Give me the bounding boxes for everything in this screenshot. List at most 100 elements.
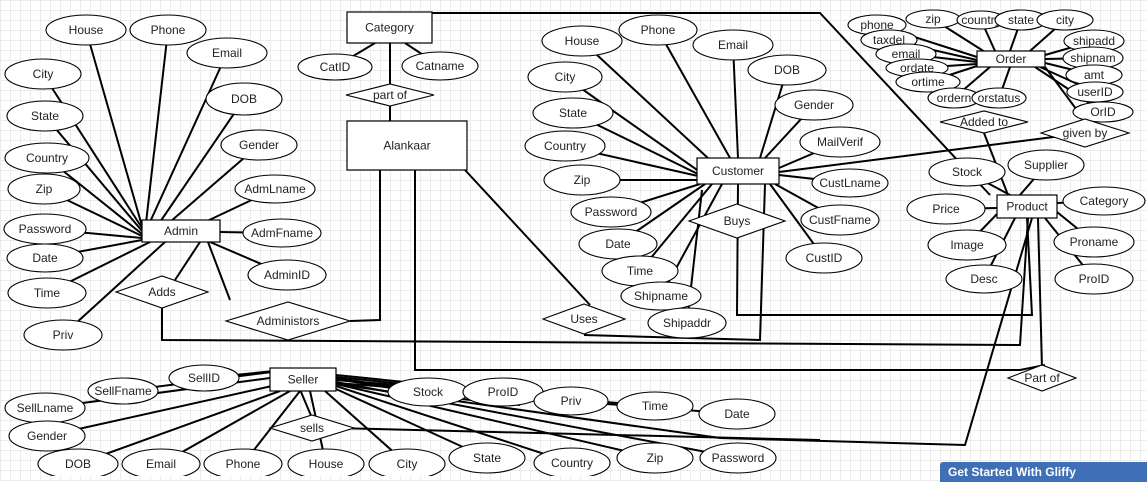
attribute-s_stock[interactable]: Stock xyxy=(387,377,469,407)
attribute-a_priv[interactable]: Priv xyxy=(23,319,103,351)
attribute-s_fname[interactable]: SellFname xyxy=(87,377,159,405)
attribute-c_shipaddr[interactable]: Shipaddr xyxy=(647,307,727,339)
attribute-c_mailverif[interactable]: MailVerif xyxy=(799,126,881,158)
attribute-s_date[interactable]: Date xyxy=(698,398,776,430)
attribute-a_phone[interactable]: Phone xyxy=(129,14,207,46)
attribute-a_gender[interactable]: Gender xyxy=(220,129,298,161)
attribute-c_phone[interactable]: Phone xyxy=(618,14,698,46)
attribute-c_date[interactable]: Date xyxy=(578,228,658,260)
attribute-o_city[interactable]: city xyxy=(1036,9,1094,31)
attribute-o_state[interactable]: state xyxy=(994,9,1048,31)
attribute-c_zip[interactable]: Zip xyxy=(543,164,621,196)
attribute-p_desc[interactable]: Desc xyxy=(945,264,1023,294)
relationship-addedto[interactable]: Added to xyxy=(939,110,1029,134)
attribute-s_city[interactable]: City xyxy=(368,448,446,476)
attribute-label: ProID xyxy=(488,385,519,399)
attribute-s_proid[interactable]: ProID xyxy=(462,377,544,407)
attribute-c_state[interactable]: State xyxy=(532,97,614,129)
attribute-c_lname[interactable]: CustLname xyxy=(811,168,889,198)
relationship-adds[interactable]: Adds xyxy=(114,275,210,309)
attribute-c_shipname[interactable]: Shipname xyxy=(620,281,702,311)
attribute-p_category[interactable]: Category xyxy=(1062,186,1146,216)
entity-alankaar[interactable]: Alankaar xyxy=(346,120,468,171)
attribute-o_orstatus[interactable]: orstatus xyxy=(971,87,1027,109)
attribute-c_time[interactable]: Time xyxy=(601,255,679,287)
attribute-c_country[interactable]: Country xyxy=(524,130,606,162)
attribute-c_city[interactable]: City xyxy=(527,61,603,93)
attribute-o_userid[interactable]: userID xyxy=(1066,81,1124,103)
attribute-s_time[interactable]: Time xyxy=(616,391,694,421)
attribute-s_lname[interactable]: SellLname xyxy=(4,392,86,424)
attribute-label: Time xyxy=(627,264,654,278)
attribute-oval xyxy=(533,386,609,416)
entity-seller[interactable]: Seller xyxy=(269,367,337,392)
attribute-c_dob[interactable]: DOB xyxy=(747,54,827,86)
gliffy-banner[interactable]: Get Started With Gliffy xyxy=(940,462,1147,482)
attribute-a_password[interactable]: Password xyxy=(3,213,87,245)
attribute-s_dob[interactable]: DOB xyxy=(37,448,119,476)
attribute-c_gender[interactable]: Gender xyxy=(774,89,854,121)
attribute-s_country[interactable]: Country xyxy=(533,447,611,476)
entity-order[interactable]: Order xyxy=(976,50,1046,68)
attribute-a_fname[interactable]: AdmFname xyxy=(242,218,322,248)
relationship-sells[interactable]: sells xyxy=(268,414,356,442)
relationship-partof1[interactable]: part of xyxy=(345,83,435,107)
attribute-a_email[interactable]: Email xyxy=(186,37,268,69)
attribute-s_password[interactable]: Password xyxy=(699,442,777,474)
attribute-o_ordern[interactable]: ordern xyxy=(927,87,981,109)
entity-admin[interactable]: Admin xyxy=(141,219,221,243)
attribute-a_date[interactable]: Date xyxy=(6,243,84,273)
attribute-oval xyxy=(129,14,207,46)
entity-product[interactable]: Product xyxy=(996,194,1058,219)
attribute-oval xyxy=(4,58,82,90)
attribute-s_phone[interactable]: Phone xyxy=(203,448,283,476)
attribute-p_stock[interactable]: Stock xyxy=(928,157,1006,187)
attribute-o_shipadd[interactable]: shipadd xyxy=(1063,29,1125,53)
entity-box xyxy=(346,11,433,44)
attribute-oval xyxy=(927,229,1007,261)
attribute-a_time[interactable]: Time xyxy=(7,277,87,309)
attribute-c_custid[interactable]: CustID xyxy=(785,242,863,274)
attribute-p_proid[interactable]: ProID xyxy=(1054,263,1134,295)
attribute-a_state[interactable]: State xyxy=(6,100,84,132)
attr-link-s_country xyxy=(335,385,573,464)
attribute-a_lname[interactable]: AdmLname xyxy=(234,174,316,204)
entity-category[interactable]: Category xyxy=(346,11,433,44)
attribute-a_dob[interactable]: DOB xyxy=(205,82,283,116)
attribute-c_password[interactable]: Password xyxy=(570,196,652,228)
relationship-buys[interactable]: Buys xyxy=(687,203,787,239)
attribute-cat_name[interactable]: Catname xyxy=(401,51,479,81)
attribute-p_image[interactable]: Image xyxy=(927,229,1007,261)
attribute-o_ortime[interactable]: ortime xyxy=(895,71,961,93)
relationship-administors[interactable]: Administors xyxy=(224,301,352,341)
attribute-cat_id[interactable]: CatID xyxy=(297,53,373,81)
relationship-partof2[interactable]: Part of xyxy=(1006,364,1078,392)
attribute-oval xyxy=(532,97,614,129)
attribute-s_house[interactable]: House xyxy=(287,448,365,476)
attribute-a_house[interactable]: House xyxy=(45,14,127,46)
attribute-c_email[interactable]: Email xyxy=(692,29,774,61)
attribute-p_supplier[interactable]: Supplier xyxy=(1007,149,1085,181)
attribute-a_city[interactable]: City xyxy=(4,58,82,90)
attribute-p_price[interactable]: Price xyxy=(906,193,986,225)
attribute-oval xyxy=(647,307,727,339)
attribute-o_country[interactable]: country xyxy=(956,10,1006,30)
attribute-c_house[interactable]: House xyxy=(541,25,623,57)
attribute-c_fname[interactable]: CustFname xyxy=(800,204,880,236)
attribute-o_orid[interactable]: OrID xyxy=(1072,101,1134,123)
attribute-o_zip[interactable]: zip xyxy=(905,9,961,29)
relationship-givenby[interactable]: given by xyxy=(1039,118,1131,148)
attribute-s_priv[interactable]: Priv xyxy=(533,386,609,416)
attribute-a_country[interactable]: Country xyxy=(4,142,90,174)
attribute-s_state[interactable]: State xyxy=(448,442,526,474)
attribute-s_sellid[interactable]: SellID xyxy=(168,364,240,392)
attribute-a_zip[interactable]: Zip xyxy=(7,173,81,205)
attribute-p_proname[interactable]: Proname xyxy=(1053,226,1135,258)
attribute-a_adminid[interactable]: AdminID xyxy=(247,259,327,291)
entity-customer[interactable]: Customer xyxy=(696,157,780,185)
relationship-uses[interactable]: Uses xyxy=(541,303,627,335)
attribute-oval xyxy=(6,100,84,132)
attribute-s_zip[interactable]: Zip xyxy=(616,442,694,474)
attribute-s_email[interactable]: Email xyxy=(121,448,201,476)
attribute-s_gender[interactable]: Gender xyxy=(8,420,86,452)
